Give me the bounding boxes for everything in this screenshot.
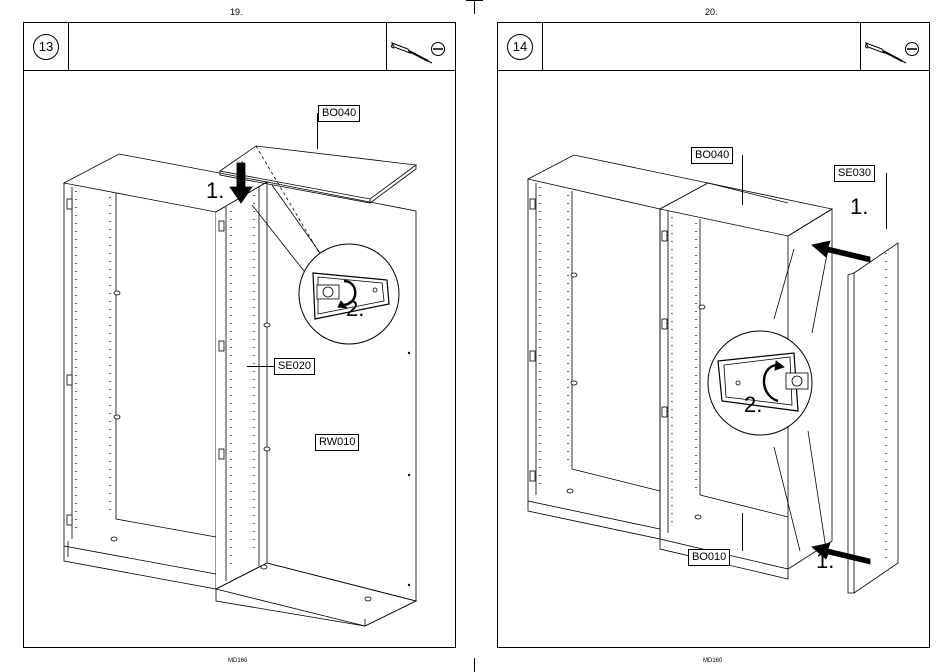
instruction-panel-step-13: 13 (23, 22, 456, 648)
part-label-bo040: BO040 (691, 147, 733, 164)
back-wall-holes (408, 352, 410, 586)
part-label-se020: SE020 (274, 358, 315, 375)
part-label-bo040: BO040 (318, 105, 360, 122)
callout-step-1: 1. (206, 180, 224, 202)
screwdriver-icon (390, 39, 434, 69)
part-label-se030: SE030 (834, 165, 875, 182)
step-cell-divider (542, 23, 543, 70)
flathead-screw-icon (430, 41, 446, 57)
leader-bo040 (742, 155, 743, 205)
callout-step-1-top: 1. (850, 196, 868, 218)
leader-se020 (247, 366, 274, 367)
tool-cell-divider (860, 23, 861, 70)
part-label-bo010: BO010 (688, 549, 730, 566)
part-label-rw010: RW010 (315, 434, 359, 451)
detail-magnifier (708, 331, 812, 435)
shelf-holes (540, 187, 696, 525)
tool-cell (388, 27, 454, 69)
insert-arrow-top (812, 241, 870, 262)
page-number: 20. (705, 7, 718, 17)
step-cell-divider (68, 23, 69, 70)
flathead-screw-icon (904, 41, 920, 57)
crop-mark-top-h (466, 0, 483, 1)
crop-mark-bottom (474, 658, 475, 672)
leader-bo010 (742, 513, 743, 551)
assembly-illustration (24, 71, 455, 647)
middle-side-panel (216, 182, 267, 589)
page-footer: MD160 (703, 658, 722, 664)
step-number-badge: 14 (507, 34, 533, 60)
tool-cell (862, 27, 928, 69)
cam-fittings (530, 199, 705, 519)
instruction-panel-step-14: 14 (497, 22, 930, 648)
side-panel-se030 (848, 243, 898, 593)
page-number: 19. (230, 7, 243, 17)
page-footer: MD160 (228, 658, 247, 664)
detail-magnifier (299, 244, 399, 344)
step-number-badge: 13 (33, 34, 59, 60)
callout-step-2: 2. (744, 394, 762, 416)
leader-bo040 (317, 113, 318, 149)
crop-mark-top (474, 0, 475, 14)
callout-step-2: 2. (346, 298, 364, 320)
screwdriver-icon (864, 39, 908, 69)
tool-cell-divider (386, 23, 387, 70)
callout-step-1-bottom: 1. (816, 550, 834, 572)
leader-se030 (886, 173, 887, 229)
